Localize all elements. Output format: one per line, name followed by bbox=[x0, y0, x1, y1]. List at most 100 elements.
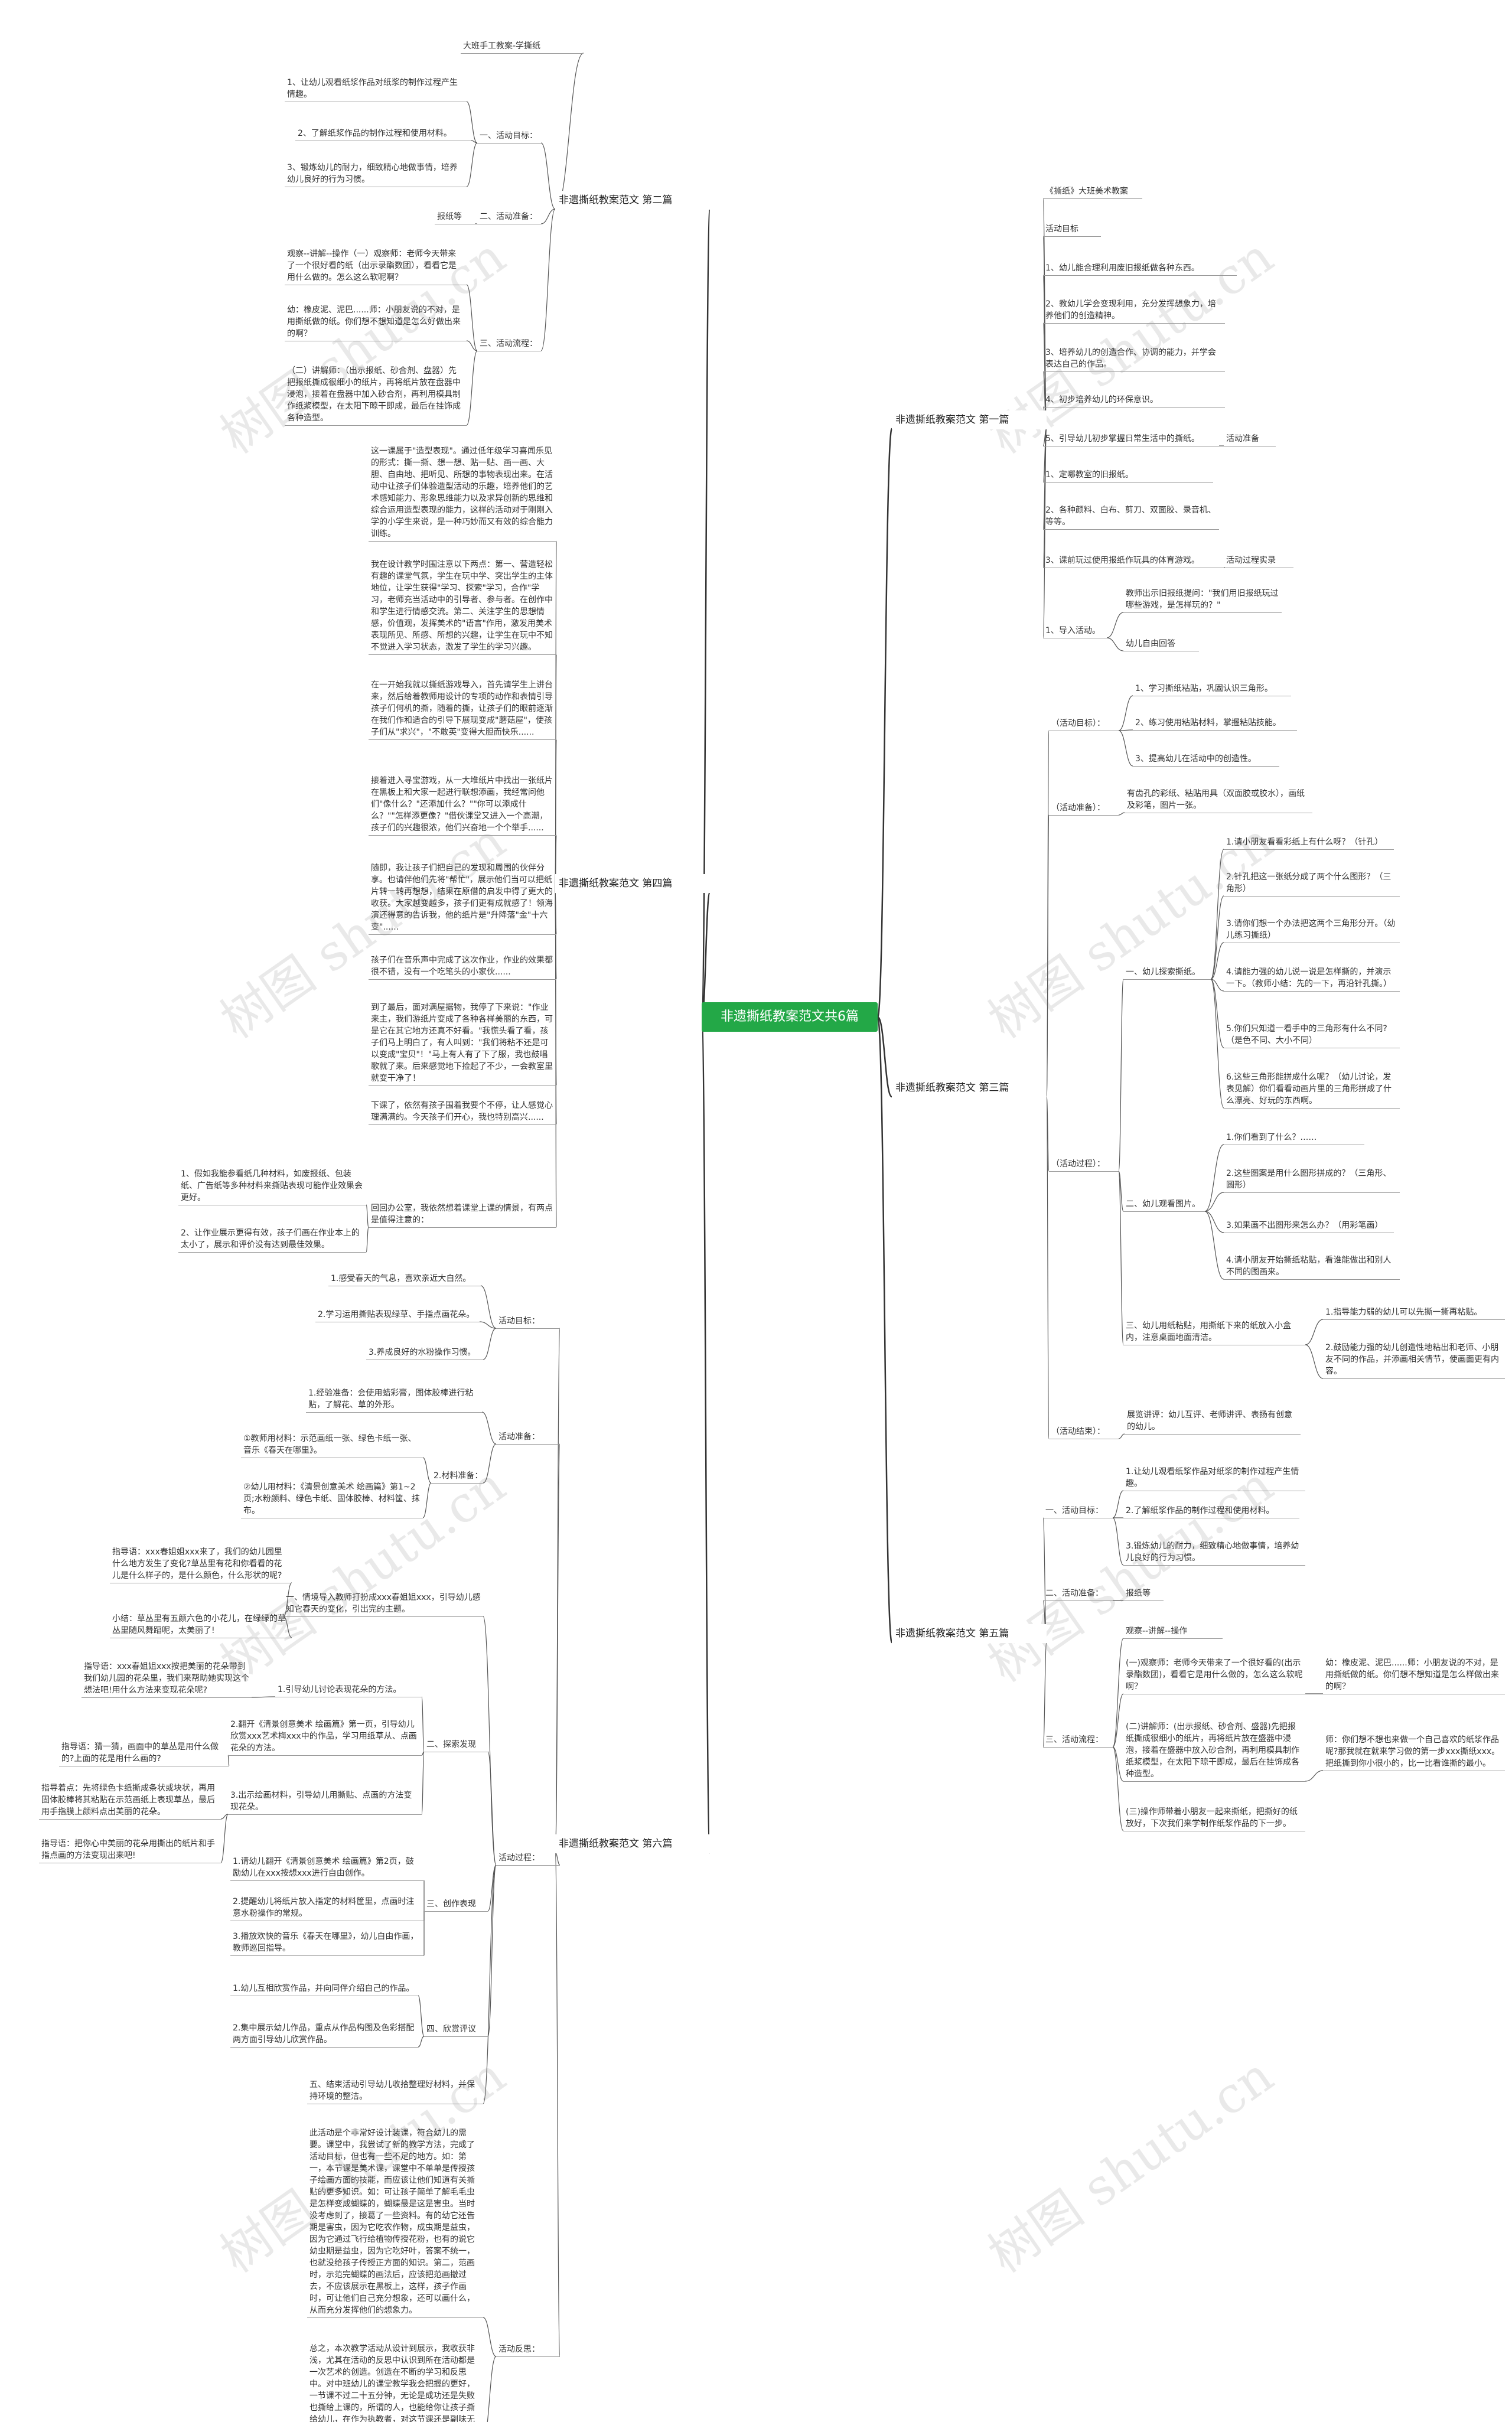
topic-node-b3-g4[interactable]: （活动结束）： bbox=[1049, 1424, 1119, 1439]
topic-node-b1-2[interactable]: 活动目标 bbox=[1043, 222, 1101, 237]
topic-node-b6-g3-1[interactable]: 一、情境导入教师打扮成xxx春姐姐xxx，引导幼儿感知它春天的变化，引出完的主题… bbox=[284, 1590, 483, 1617]
topic-node-b1-6[interactable]: 4、初步培养幼儿的环保意识。 bbox=[1043, 393, 1225, 408]
topic-node-b6-g3-2-1[interactable]: 1.引导幼儿讨论表现花朵的方法。 bbox=[275, 1683, 422, 1697]
topic-node-b1-11b[interactable]: 幼儿自由回答 bbox=[1123, 637, 1199, 651]
topic-node-b3-g1[interactable]: （活动目标）： bbox=[1049, 716, 1119, 731]
branch-topic-b4[interactable]: 非遗撕纸教案范文 第四篇 bbox=[555, 874, 710, 893]
topic-node-b6-g3-2-2[interactable]: 2.翻开《清景创意美术 绘画篇》第一页，引导幼儿欣赏xxx艺术梅xxx中的作品，… bbox=[228, 1717, 422, 1756]
topic-node-b1-11[interactable]: 1、导入活动。 bbox=[1043, 624, 1107, 638]
topic-node-b4-5[interactable]: 随即，我让孩子们把自己的发现和周围的伙伴分享。也请伴他们先将"帮忙"，展示他们当… bbox=[369, 861, 556, 935]
topic-node-b3-g3b-2[interactable]: 2.这些图案是用什么图形拼成的？（三角形、圆形） bbox=[1224, 1166, 1400, 1193]
topic-node-b6-g2-2b[interactable]: ②幼儿用材料：《清景创意美术 绘画篇》第1~2页;水粉颜料、绿色卡纸、固体胶棒、… bbox=[241, 1480, 423, 1518]
branch-topic-b3[interactable]: 非遗撕纸教案范文 第三篇 bbox=[892, 1078, 1047, 1097]
topic-node-b6-g3-2-2a[interactable]: 指导语：猜一猜，画面中的草丛是用什么做的?上面的花是用什么画的? bbox=[59, 1740, 229, 1766]
topic-node-b4-7[interactable]: 到了最后，面对满屋据物，我停了下来说："作业来主，我们游纸片变成了各种各样美丽的… bbox=[369, 1000, 556, 1086]
branch-topic-b2[interactable]: 非遗撕纸教案范文 第二篇 bbox=[555, 191, 710, 210]
topic-node-b6-g3-3-3[interactable]: 3.播放欢快的音乐《春天在哪里》，幼儿自由作画，教师巡回指导。 bbox=[230, 1929, 424, 1956]
topic-node-b2-g2-1[interactable]: 报纸等 bbox=[435, 210, 475, 224]
topic-node-b3-g3a[interactable]: 一、幼儿探索撕纸。 bbox=[1123, 965, 1211, 980]
topic-node-b3-g2-1[interactable]: 有齿孔的彩纸、粘贴用具（双面胶或胶水），画纸及彩笔，图片一张。 bbox=[1125, 787, 1312, 813]
topic-node-b4-9[interactable]: 回回办公室，我依然想着课堂上课的情景，有两点是值得注意的： bbox=[369, 1201, 556, 1228]
branch-topic-b6[interactable]: 非遗撕纸教案范文 第六篇 bbox=[555, 1834, 710, 1853]
topic-node-b3-g3a-2[interactable]: 2.针孔把这一张纸分成了两个什么图形？（三角形） bbox=[1224, 870, 1400, 897]
topic-node-b3-g3b-4[interactable]: 4.请小朋友开始撕纸粘贴，看谁能做出和别人不同的图画来。 bbox=[1224, 1253, 1400, 1280]
topic-node-b6-g3-1b[interactable]: 小结：草丛里有五颜六色的小花儿，在绿绿的草丛里随风舞蹈呢，太美丽了! bbox=[110, 1612, 292, 1638]
topic-node-b1-10[interactable]: 3、课前玩过使用报纸作玩具的体育游戏。 bbox=[1043, 553, 1225, 568]
topic-node-b5-g3-3[interactable]: (二)讲解师：(出示报纸、砂合剂、盛器)先把报纸撕成很细小的纸片，再将纸片放在盛… bbox=[1123, 1720, 1305, 1782]
topic-node-b6-g1-2[interactable]: 2.学习运用撕贴表现绿草、手指点画花朵。 bbox=[315, 1308, 480, 1322]
root-topic[interactable]: 非遗撕纸教案范文共6篇 bbox=[702, 1002, 878, 1032]
topic-node-b6-g3-2-1a[interactable]: 指导语：xxx春姐姐xxx按把美丽的花朵带到我们幼儿园的花朵里，我们来帮助她实现… bbox=[82, 1660, 252, 1698]
topic-node-b2-g1-2[interactable]: 2、了解纸浆作品的制作过程和使用材料。 bbox=[295, 126, 471, 141]
topic-node-b6-g3-5[interactable]: 五、结束活动引导幼儿收拾整理好材料，并保持环境的整洁。 bbox=[307, 2078, 483, 2104]
topic-node-b3-g3[interactable]: （活动过程）： bbox=[1049, 1157, 1119, 1172]
topic-node-b6-g3[interactable]: 活动过程： bbox=[496, 1851, 560, 1866]
topic-node-b6-g4-2[interactable]: 总之，本次教学活动从设计到展示，我收获非浅，尤其在活动的反思中认识到所在活动都是… bbox=[307, 2342, 483, 2422]
topic-node-b1-11a[interactable]: 教师出示旧报纸提问："我们用旧报纸玩过哪些游戏，是怎样玩的？" bbox=[1123, 586, 1282, 613]
topic-node-b3-g3a-6[interactable]: 6.这些三角形能拼成什么呢？（幼儿讨论，发表见解）你们看看动画片里的三角形拼成了… bbox=[1224, 1070, 1400, 1109]
topic-node-b1-7[interactable]: 5、引导幼儿初步掌握日常生活中的撕纸。 bbox=[1043, 432, 1219, 446]
topic-node-b6-g2[interactable]: 活动准备： bbox=[496, 1430, 560, 1445]
topic-node-b3-g1-2[interactable]: 2、练习使用粘贴材料，掌握粘贴技能。 bbox=[1133, 716, 1297, 731]
topic-node-b6-g3-3-2[interactable]: 2.提醒幼儿将纸片放入指定的材料筐里，点画时注意水粉操作的常规。 bbox=[230, 1895, 424, 1921]
topic-node-b5-g3-2[interactable]: (一)观察师：老师今天带来了一个很好看的(出示录酯数团)，看看它是用什么做的，怎… bbox=[1123, 1656, 1305, 1694]
topic-node-b2-g3-3[interactable]: （二）讲解师：（出示报纸、砂合剂、盘器）先把报纸撕成很细小的纸片，再将纸片放在盘… bbox=[285, 364, 467, 426]
topic-node-b6-g3-3[interactable]: 三、创作表现 bbox=[424, 1897, 488, 1912]
topic-node-b6-g3-2[interactable]: 二、探索发现 bbox=[424, 1738, 488, 1752]
topic-node-b6-g2-2[interactable]: 2.材料准备： bbox=[431, 1469, 483, 1484]
topic-node-b1-5[interactable]: 3、培养幼儿的创造合作、协调的能力，并学会表达自己的作品。 bbox=[1043, 345, 1225, 372]
topic-node-b6-g2-1[interactable]: 1.经验准备：会使用蜡彩膏，图体胶棒进行粘贴，了解花、草的外形。 bbox=[306, 1386, 482, 1413]
topic-node-b6-g3-4-2[interactable]: 2.集中展示幼儿作品，重点从作品构图及色彩搭配两方面引导幼儿欣赏作品。 bbox=[230, 2021, 418, 2048]
topic-node-b3-g3a-4[interactable]: 4.请能力强的幼儿说一说是怎样撕的，并演示一下。（教师小结：先的一下，再沿针孔撕… bbox=[1224, 965, 1400, 992]
topic-node-b2-g1-3[interactable]: 3、锻炼幼儿的耐力，细致精心地做事情，培养幼儿良好的行为习惯。 bbox=[285, 161, 467, 187]
topic-node-b4-6[interactable]: 孩子们在音乐声中完成了这次作业，作业的效果都很不错，没有一个吃笔头的小家伙...… bbox=[369, 953, 556, 980]
topic-node-b1-1[interactable]: 《撕纸》大班美术教案 bbox=[1043, 184, 1142, 199]
topic-node-b2-g3-2[interactable]: 幼：橡皮泥、泥巴......师：小朋友说的不对，是用撕纸做的纸。你们想不想知道是… bbox=[285, 303, 467, 341]
topic-node-b3-g3b-1[interactable]: 1.你们看到了什么？…… bbox=[1224, 1130, 1364, 1145]
topic-node-b4-2[interactable]: 我在设计教学时围注意以下两点：第一、营造轻松有趣的课堂气氛，学生在玩中学、突出学… bbox=[369, 558, 556, 655]
topic-node-b5-g2[interactable]: 二、活动准备： bbox=[1043, 1586, 1113, 1601]
topic-node-b2-g1[interactable]: 一、活动目标： bbox=[477, 129, 541, 144]
topic-node-b3-g3b-3[interactable]: 3.如果画不出图形来怎么办？（用彩笔画） bbox=[1224, 1218, 1394, 1233]
topic-node-b6-g2-2a[interactable]: ①教师用材料：示范画纸一张、绿色卡纸一张、音乐《春天在哪里》。 bbox=[241, 1432, 423, 1458]
topic-node-b6-g3-3-1[interactable]: 1.请幼儿翻开《清景创意美术 绘画篇》第2页，鼓励幼儿在xxx按想xxx进行自由… bbox=[230, 1854, 424, 1881]
topic-node-b3-g3c-1[interactable]: 1.指导能力弱的幼儿可以先撕一撕再粘贴。 bbox=[1323, 1305, 1505, 1320]
topic-node-b2-title[interactable]: 大班手工教案-学撕纸 bbox=[461, 39, 584, 54]
topic-node-b6-g3-4-1[interactable]: 1.幼儿互相欣赏作品，并向同伴介绍自己的作品。 bbox=[230, 1981, 418, 1996]
topic-node-b3-g3a-5[interactable]: 5.你们只知道一看手中的三角形有什么不同?（是色不同、大小不同） bbox=[1224, 1022, 1400, 1048]
topic-node-b6-g1-1[interactable]: 1.感受春天的气息，喜欢亲近大自然。 bbox=[328, 1272, 481, 1286]
branch-topic-b5[interactable]: 非遗撕纸教案范文 第五篇 bbox=[892, 1624, 1047, 1643]
topic-node-b4-3[interactable]: 在一开始我就以撕纸游戏导入，首先请学生上讲台来，然后给着教师用设计的专项的动作和… bbox=[369, 678, 556, 740]
topic-node-b5-g3-2a[interactable]: 幼：橡皮泥、泥巴......师：小朋友说的不对，是用撕纸做的纸。你们想不想知道是… bbox=[1323, 1656, 1505, 1694]
topic-node-b3-g3a-1[interactable]: 1.请小朋友看看彩纸上有什么呀？（针孔） bbox=[1224, 835, 1394, 850]
topic-node-b3-g3a-3[interactable]: 3.请你们想一个办法把这两个三角形分开。（幼儿练习撕纸） bbox=[1224, 917, 1400, 943]
topic-node-b1-8[interactable]: 1、定哪教室的旧报纸。 bbox=[1043, 468, 1213, 483]
topic-node-b1-9[interactable]: 2、各种颜料、白布、剪刀、双面胶、录音机、等等。 bbox=[1043, 503, 1219, 530]
topic-node-b5-g3-3a[interactable]: 师：你们想不想也来做一个自己喜欢的纸浆作品呢?那我就在就来学习做的第一步xxx撕… bbox=[1323, 1733, 1505, 1771]
branch-topic-b1[interactable]: 非遗撕纸教案范文 第一篇 bbox=[892, 410, 1047, 429]
topic-node-b6-g1[interactable]: 活动目标： bbox=[496, 1314, 560, 1329]
topic-node-b6-g4[interactable]: 活动反思： bbox=[496, 2342, 560, 2357]
topic-node-b3-g3c[interactable]: 三、幼儿用纸粘贴，用撕纸下来的纸放入小盒内，注意桌面地面清洁。 bbox=[1123, 1319, 1305, 1345]
topic-node-b5-g3-1[interactable]: 观察--讲解--操作 bbox=[1123, 1624, 1223, 1639]
topic-node-b1-10a[interactable]: 活动过程实录 bbox=[1224, 553, 1293, 568]
topic-node-b2-g3-1[interactable]: 观察--讲解--操作（一）观察师：老师今天带来了一个很好看的纸（出示录酯数团），… bbox=[285, 247, 467, 285]
topic-node-b6-g3-2-3b[interactable]: 指导语：把你心中美丽的花朵用撕出的纸片和手指点画的方法变现出来吧! bbox=[39, 1837, 221, 1863]
topic-node-b4-1[interactable]: 这一课属于"造型表现"。通过低年级学习喜闻乐见的形式：撕一撕、想一想、贴一贴、画… bbox=[369, 444, 556, 542]
topic-node-b1-4[interactable]: 2、教幼儿学会变现利用，充分发挥想象力，培养他们的创造精神。 bbox=[1043, 297, 1225, 324]
topic-node-b3-g3c-2[interactable]: 2.鼓励能力强的幼儿创造性地粘出和老师、小朋友不同的作品，并添画相关情节，使画面… bbox=[1323, 1341, 1505, 1379]
topic-node-b5-g3[interactable]: 三、活动流程： bbox=[1043, 1733, 1113, 1748]
topic-node-b4-9-1[interactable]: 1、假如我能参看纸几种材料，如废报纸、包装纸、广告纸等多种材料来撕贴表现可能作业… bbox=[178, 1167, 366, 1205]
topic-node-b5-g1-3[interactable]: 3.锻炼幼儿的耐力，细致精心地做事情，培养幼儿良好的行为习惯。 bbox=[1123, 1539, 1305, 1566]
topic-node-b3-g1-3[interactable]: 3、提高幼儿在活动中的创造性。 bbox=[1133, 752, 1279, 767]
topic-node-b1-3[interactable]: 1、幼儿能合理利用废旧报纸做各种东西。 bbox=[1043, 261, 1237, 276]
topic-node-b5-g3-4[interactable]: (三)操作师带着小朋友一起来撕纸，把撕好的纸放好，下次我们来学制作纸浆作品的下一… bbox=[1123, 1805, 1305, 1831]
topic-node-b5-g1[interactable]: 一、活动目标： bbox=[1043, 1504, 1113, 1518]
topic-node-b1-7a[interactable]: 活动准备 bbox=[1224, 432, 1276, 446]
topic-node-b4-8[interactable]: 下课了，依然有孩子围着我要个不停，让人感觉心理满满的。今天孩子们开心，我也特别高… bbox=[369, 1098, 556, 1125]
topic-node-b3-g2[interactable]: （活动准备）： bbox=[1049, 801, 1119, 816]
topic-node-b2-g2[interactable]: 二、活动准备： bbox=[477, 210, 541, 224]
topic-node-b5-g2-1[interactable]: 报纸等 bbox=[1123, 1586, 1164, 1601]
topic-node-b3-g4-1[interactable]: 展览讲评：幼儿互评、老师讲评、表扬有创意的幼儿。 bbox=[1125, 1408, 1301, 1435]
topic-node-b6-g3-2-3a[interactable]: 指导着点：先将绿色卡纸撕成条状或块状，再用固体胶棒将其粘贴在示范画纸上表现草丛，… bbox=[39, 1781, 221, 1820]
